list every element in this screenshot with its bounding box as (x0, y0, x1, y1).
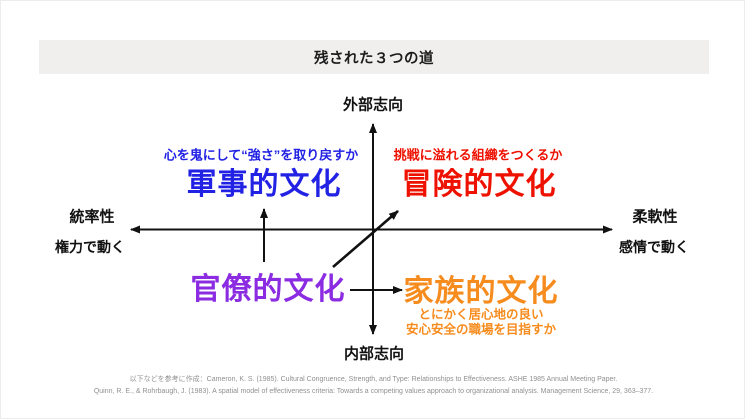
axis-label-control: 統率性 (69, 208, 115, 226)
military-culture-caption: 心を鬼にして“強さ”を取り戻すか (163, 147, 359, 163)
family-culture-caption-line1: とにかく居心地の良い (418, 307, 544, 322)
family-culture-caption-line2: 安心安全の職場を目指すか (405, 322, 557, 337)
family-culture-title: 家族的文化 (403, 275, 559, 308)
page-title: 残された３つの道 (314, 50, 434, 67)
military-culture-title: 軍事的文化 (186, 168, 342, 201)
axis-sublabel-moved-by-power: 権力で動く (55, 239, 125, 255)
bureaucratic-culture-title: 官僚的文化 (190, 273, 346, 306)
axis-label-internal-orientation: 内部志向 (343, 345, 405, 363)
axis-label-external-orientation: 外部志向 (342, 96, 404, 114)
axis-label-flexibility: 柔軟性 (632, 208, 678, 226)
title-bar: 残された３つの道 (39, 40, 709, 74)
citation-line-1: 以下などを参考に作成：Cameron, K. S. (1985). Cultur… (129, 376, 618, 383)
adventure-culture-title: 冒険的文化 (401, 168, 557, 201)
adventure-culture-caption: 挑戦に溢れる組織をつくるか (393, 147, 563, 163)
reference-citations: 以下などを参考に作成：Cameron, K. S. (1985). Cultur… (1, 374, 745, 398)
axis-sublabel-moved-by-emotion: 感情で動く (619, 239, 689, 255)
arrow-to-adventure-culture (332, 210, 399, 268)
citation-line-2: Quinn, R. E., & Rohrbaugh, J. (1983). A … (93, 388, 654, 395)
